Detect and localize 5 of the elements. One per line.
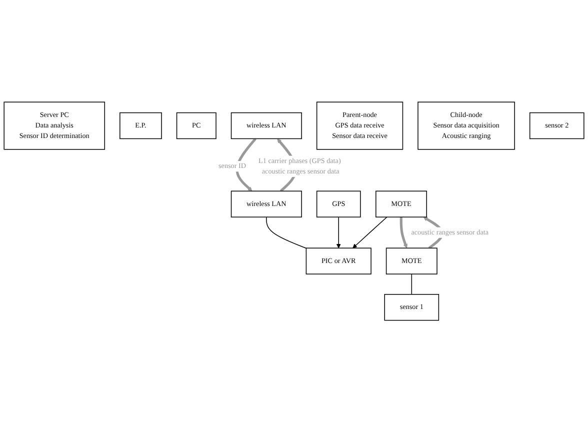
connector <box>411 274 412 296</box>
arrow <box>352 216 388 249</box>
arrow <box>400 217 408 249</box>
connector <box>266 216 307 249</box>
arrow <box>336 216 341 249</box>
